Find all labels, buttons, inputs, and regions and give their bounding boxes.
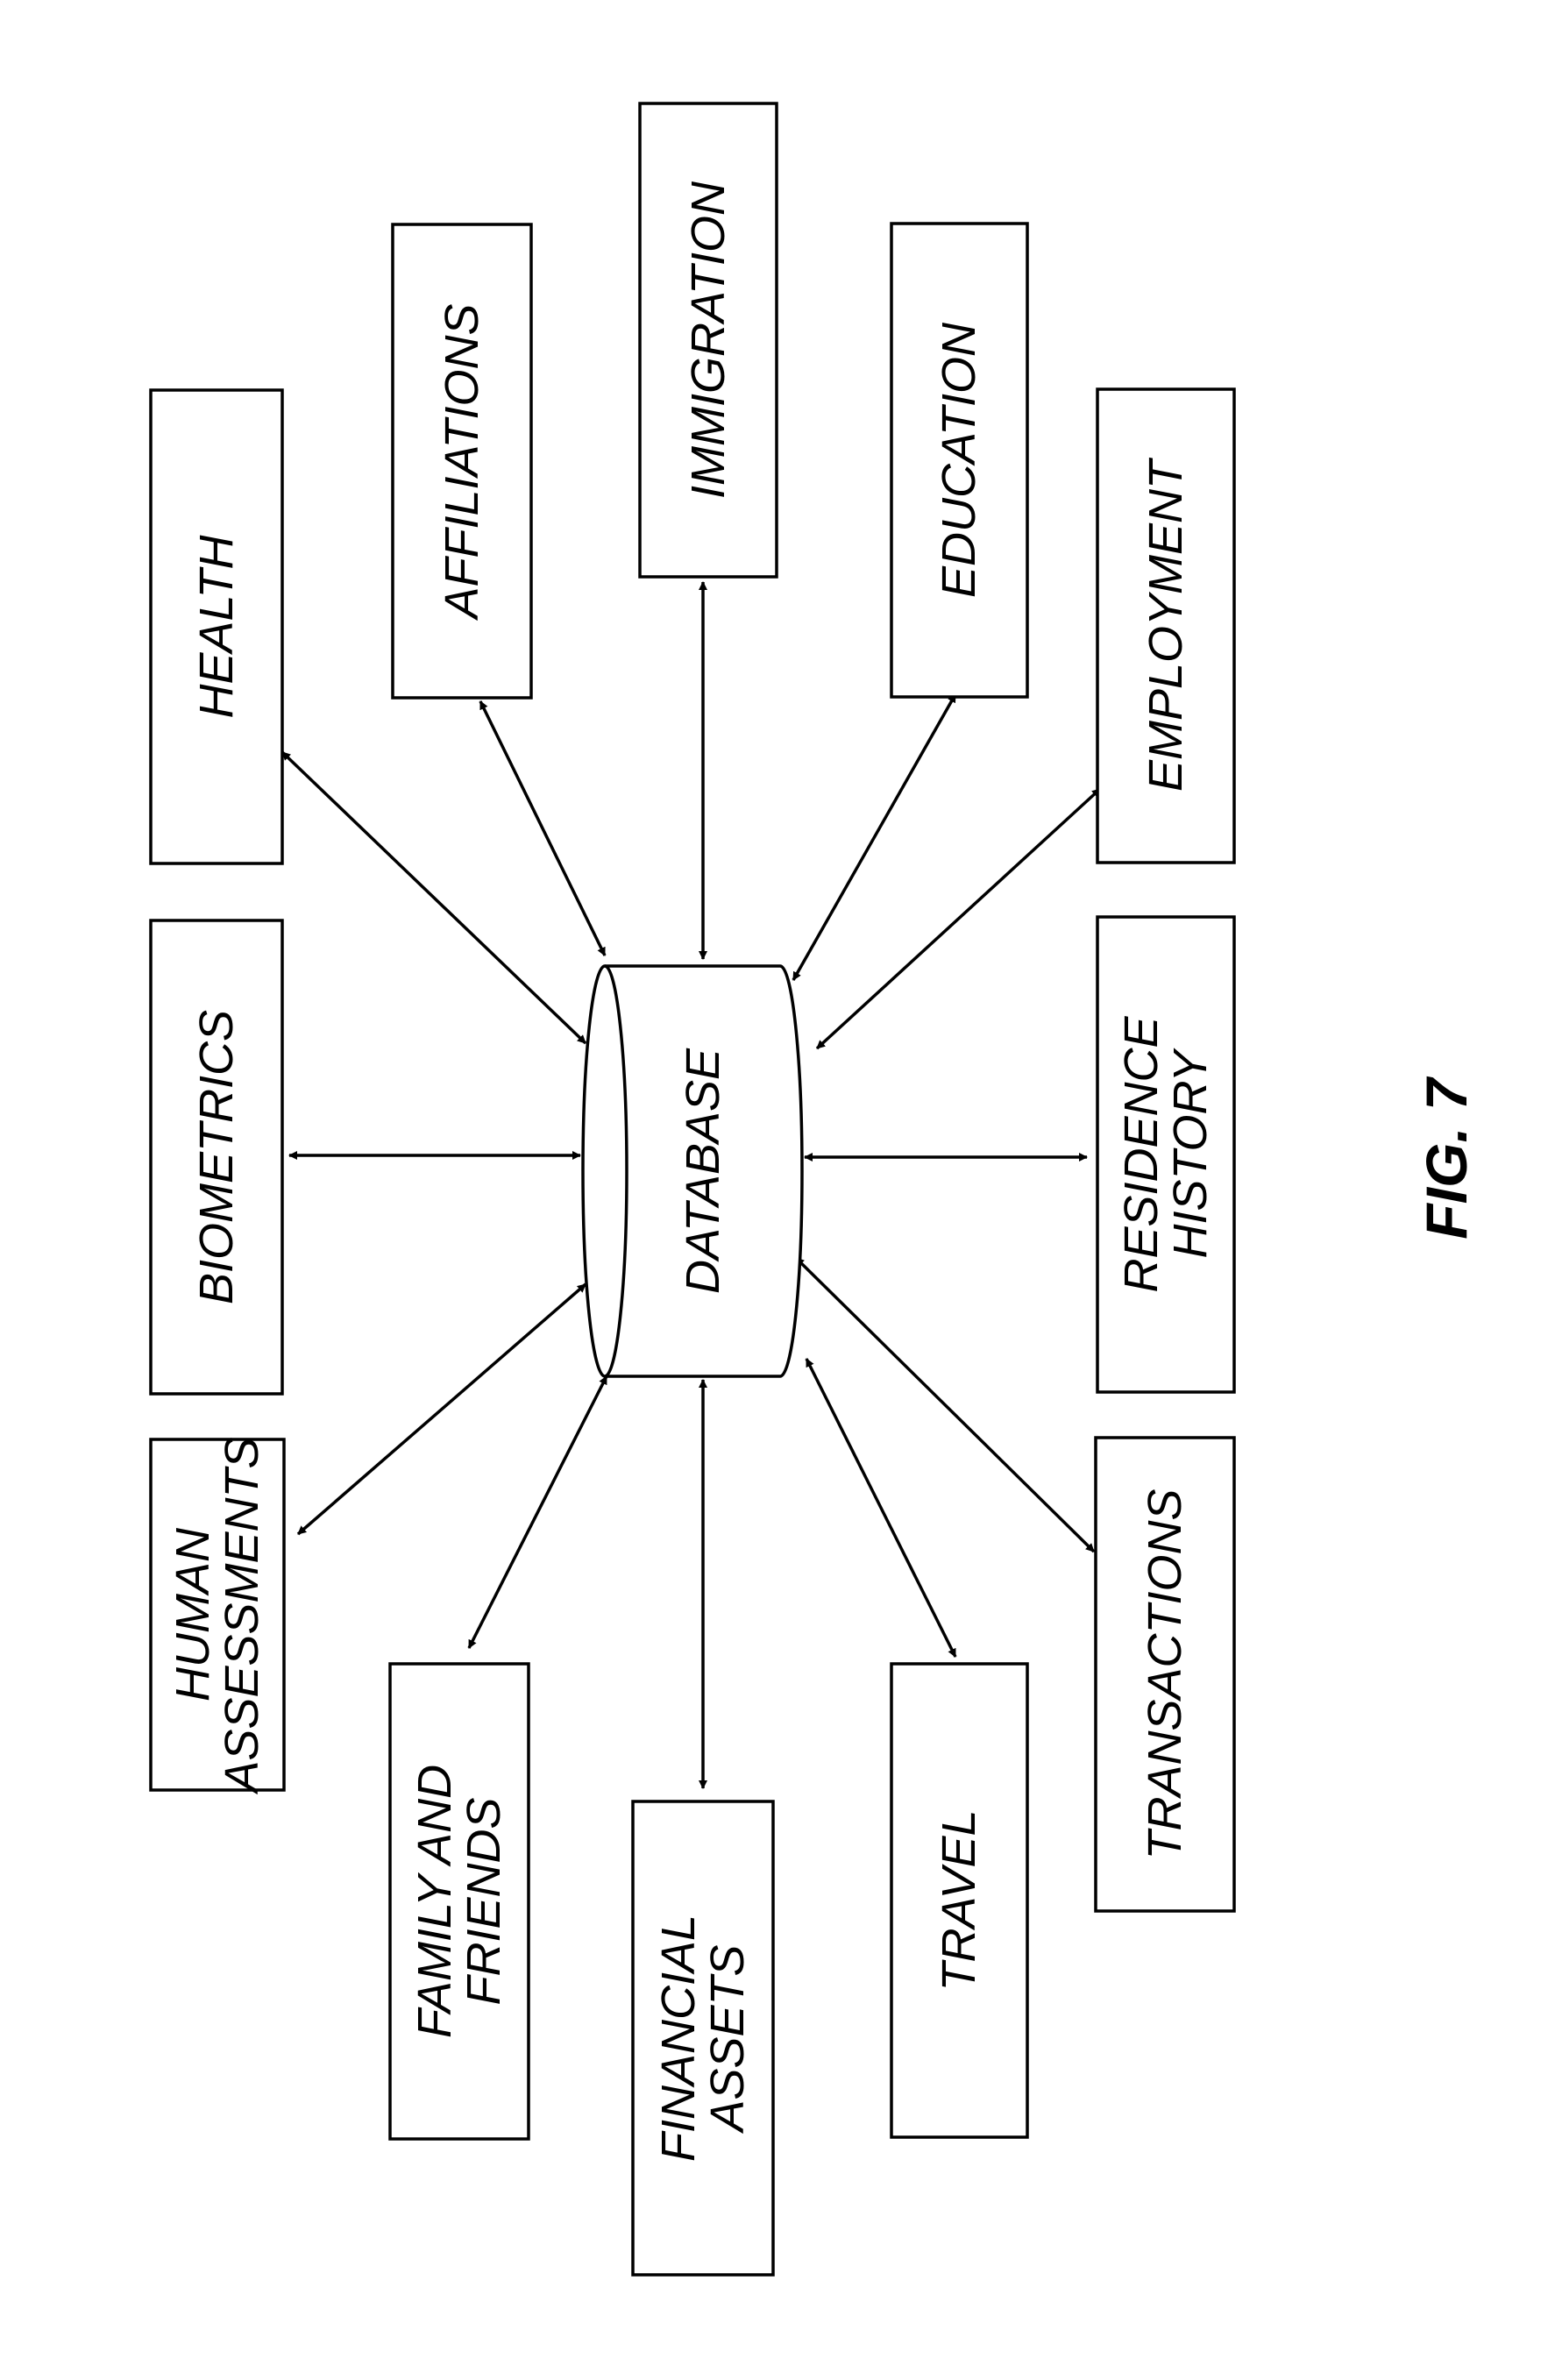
box-education: EDUCATION bbox=[891, 224, 1027, 697]
box-biometrics: BIOMETRICS bbox=[151, 920, 282, 1394]
family-and-friends-label: FAMILY ANDFRIENDS bbox=[408, 1765, 510, 2038]
label-line: EDUCATION bbox=[933, 322, 985, 598]
health-label: HEALTH bbox=[190, 534, 243, 718]
transactions-label: TRANSACTIONS bbox=[1139, 1488, 1191, 1859]
label-line: HEALTH bbox=[190, 534, 243, 718]
box-transactions: TRANSACTIONS bbox=[1096, 1438, 1234, 1911]
residence-history-label: RESIDENCEHISTORY bbox=[1115, 1015, 1217, 1292]
arrow-employment bbox=[817, 789, 1100, 1048]
financial-assets-label: FINANCIALASSETS bbox=[652, 1915, 754, 2162]
biometrics-label: BIOMETRICS bbox=[190, 1010, 243, 1304]
arrow-travel bbox=[806, 1359, 955, 1657]
arrow-human-assessments bbox=[298, 1284, 586, 1534]
employment-label: EMPLOYMENT bbox=[1140, 457, 1192, 792]
box-travel: TRAVEL bbox=[891, 1664, 1027, 2137]
label-line: EMPLOYMENT bbox=[1140, 457, 1192, 792]
label-line: HISTORY bbox=[1164, 1048, 1217, 1259]
box-financial-assets: FINANCIALASSETS bbox=[633, 1801, 773, 2275]
label-line: TRAVEL bbox=[933, 1809, 985, 1991]
box-employment: EMPLOYMENT bbox=[1097, 389, 1234, 863]
database-label: DATABASE bbox=[677, 1048, 729, 1294]
box-family-and-friends: FAMILY ANDFRIENDS bbox=[390, 1664, 529, 2139]
immigration-label: IMMIGRATION bbox=[682, 181, 735, 499]
box-immigration: IMMIGRATION bbox=[640, 103, 777, 577]
travel-label: TRAVEL bbox=[933, 1809, 985, 1991]
label-line: ASSETS bbox=[701, 1944, 754, 2134]
label-line: FAMILY AND bbox=[408, 1765, 461, 2038]
label-line: TRANSACTIONS bbox=[1139, 1488, 1191, 1859]
label-line: ASSESSMENTS bbox=[216, 1437, 268, 1794]
affiliations-label: AFFILIATIONS bbox=[436, 303, 488, 621]
arrow-family-and-friends bbox=[469, 1376, 607, 1648]
label-line: FINANCIAL bbox=[652, 1915, 705, 2162]
box-affiliations: AFFILIATIONS bbox=[393, 224, 531, 698]
box-residence-history: RESIDENCEHISTORY bbox=[1097, 917, 1234, 1392]
database-cylinder: DATABASE bbox=[583, 966, 802, 1376]
arrow-affiliations bbox=[480, 701, 605, 956]
figure-label: FIG. 7 bbox=[1414, 1076, 1479, 1240]
label-line: AFFILIATIONS bbox=[436, 303, 488, 621]
arrow-health bbox=[282, 752, 586, 1043]
label-line: IMMIGRATION bbox=[682, 181, 735, 499]
arrow-transactions bbox=[796, 1258, 1094, 1552]
label-line: FRIENDS bbox=[458, 1797, 510, 2005]
label-line: HUMAN bbox=[167, 1527, 219, 1702]
label-line: RESIDENCE bbox=[1115, 1015, 1168, 1292]
arrow-education bbox=[793, 694, 955, 980]
box-health: HEALTH bbox=[151, 390, 282, 863]
education-label: EDUCATION bbox=[933, 322, 985, 598]
box-human-assessments: HUMANASSESSMENTS bbox=[151, 1437, 284, 1794]
label-line: BIOMETRICS bbox=[190, 1010, 243, 1304]
